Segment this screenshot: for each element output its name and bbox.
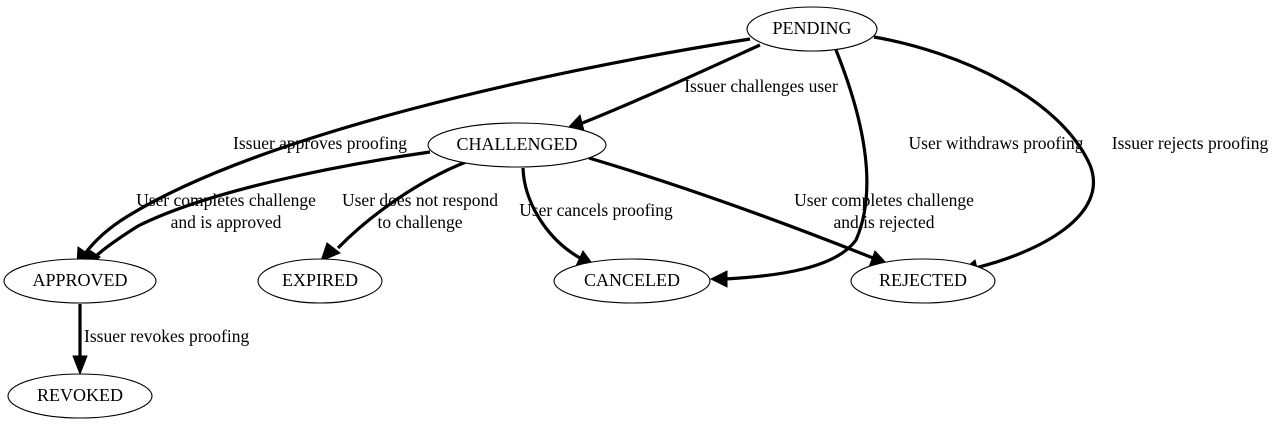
- edge-label-user-does-not-respond-line2: to challenge: [377, 212, 462, 232]
- edge-label-issuer-challenges-user: Issuer challenges user: [684, 76, 838, 96]
- edge-challenged-expired-arrowhead: [320, 242, 341, 262]
- edge-label-user-cancels-proofing: User cancels proofing: [519, 200, 673, 220]
- edge-label-user-completes-challenge-approved-line1: User completes challenge: [136, 190, 316, 210]
- node-revoked-ellipse: [7, 373, 153, 419]
- node-expired-ellipse: [257, 258, 383, 304]
- edge-labels-layer: Issuer approves proofing Issuer challeng…: [84, 76, 1268, 346]
- node-rejected-ellipse: [850, 258, 996, 304]
- edge-approved-revoked[interactable]: [72, 304, 88, 376]
- node-approved-label: APPROVED: [32, 270, 127, 290]
- edge-pending-approved-path: [82, 37, 751, 256]
- edge-label-user-completes-challenge-rejected-line2: and is rejected: [833, 212, 934, 232]
- edge-label-user-withdraws-proofing: User withdraws proofing: [909, 133, 1084, 153]
- edge-label-issuer-approves-proofing: Issuer approves proofing: [233, 133, 407, 153]
- node-canceled[interactable]: CANCELED: [553, 258, 711, 304]
- nodes-layer: PENDING CHALLENGED APPROVED EXPIRED CANC…: [3, 6, 996, 419]
- edge-label-user-completes-challenge-rejected-line1: User completes challenge: [794, 190, 974, 210]
- edge-pending-canceled-path: [724, 49, 869, 281]
- node-canceled-ellipse: [553, 258, 711, 304]
- node-canceled-label: CANCELED: [584, 270, 680, 290]
- edge-label-issuer-rejects-proofing: Issuer rejects proofing: [1112, 133, 1269, 153]
- edge-challenged-canceled-path: [521, 167, 581, 260]
- edge-pending-rejected[interactable]: [873, 35, 1096, 277]
- edge-challenged-rejected-path: [588, 156, 874, 260]
- node-expired-label: EXPIRED: [282, 270, 358, 290]
- node-approved-ellipse: [3, 258, 157, 304]
- node-challenged-label: CHALLENGED: [457, 134, 578, 154]
- edge-challenged-expired-path: [336, 160, 467, 250]
- node-pending[interactable]: PENDING: [746, 6, 878, 52]
- node-revoked-label: REVOKED: [37, 385, 123, 405]
- node-expired[interactable]: EXPIRED: [257, 258, 383, 304]
- edge-label-user-completes-challenge-approved-line2: and is approved: [171, 212, 282, 232]
- edge-pending-canceled[interactable]: [709, 49, 869, 288]
- edge-challenged-approved-path: [92, 150, 431, 260]
- node-approved[interactable]: APPROVED: [3, 258, 157, 304]
- node-rejected[interactable]: REJECTED: [850, 258, 996, 304]
- node-challenged-ellipse: [427, 122, 607, 168]
- node-rejected-label: REJECTED: [879, 270, 967, 290]
- edge-pending-challenged-path: [579, 43, 761, 126]
- edge-challenged-expired[interactable]: [320, 160, 467, 262]
- node-pending-ellipse: [746, 6, 878, 52]
- node-pending-label: PENDING: [773, 18, 852, 38]
- edge-pending-canceled-arrowhead: [709, 270, 728, 288]
- edge-pending-rejected-path: [873, 35, 1096, 270]
- edge-approved-revoked-arrowhead: [72, 355, 88, 376]
- node-challenged[interactable]: CHALLENGED: [427, 122, 607, 168]
- edge-label-issuer-revokes-proofing: Issuer revokes proofing: [84, 326, 249, 346]
- edge-label-user-does-not-respond-line1: User does not respond: [342, 190, 498, 210]
- node-revoked[interactable]: REVOKED: [7, 373, 153, 419]
